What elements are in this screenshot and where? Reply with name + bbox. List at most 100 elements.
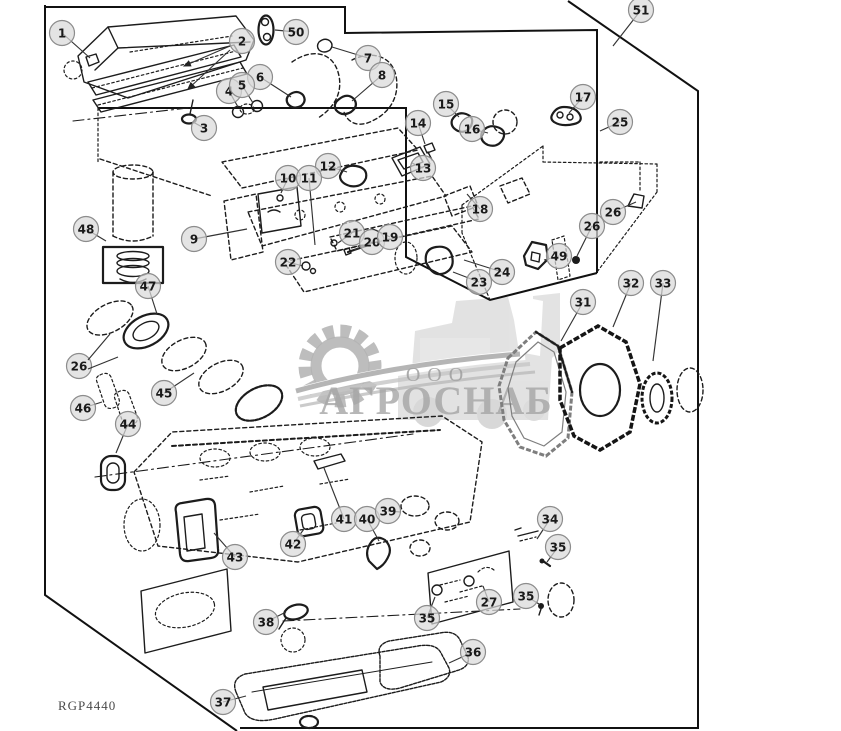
oil-pan-gaskets bbox=[233, 631, 469, 730]
callout-number-1: 1 bbox=[58, 27, 66, 41]
callout-circle-50 bbox=[282, 18, 310, 46]
callout-circle-11 bbox=[295, 164, 323, 192]
callout-3: 3 bbox=[190, 114, 218, 142]
callout-49: 49 bbox=[543, 242, 573, 270]
callout-number-4: 4 bbox=[225, 85, 233, 99]
callout-circle-35 bbox=[413, 604, 441, 632]
callout-40: 40 bbox=[353, 505, 381, 542]
callout-31: 31 bbox=[560, 288, 597, 342]
callout-number-12: 12 bbox=[320, 160, 337, 174]
callout-number-40: 40 bbox=[359, 513, 376, 527]
callout-circle-38 bbox=[252, 608, 280, 636]
callout-16: 16 bbox=[458, 115, 489, 143]
callout-number-47: 47 bbox=[140, 280, 157, 294]
part-50-seal bbox=[257, 14, 275, 46]
callout-circle-17 bbox=[569, 83, 597, 111]
callout-46: 46 bbox=[69, 394, 103, 422]
callout-11: 11 bbox=[295, 164, 323, 246]
callout-circle-18 bbox=[466, 195, 494, 223]
callout-15: 15 bbox=[432, 90, 460, 118]
callout-circle-13 bbox=[409, 154, 437, 182]
callout-33: 33 bbox=[649, 269, 677, 362]
callout-circle-44 bbox=[114, 410, 142, 438]
callout-number-36: 36 bbox=[465, 646, 482, 660]
callout-9: 9 bbox=[180, 225, 248, 253]
callout-circle-31 bbox=[569, 288, 597, 316]
callout-circle-14 bbox=[404, 109, 432, 137]
callout-35: 35 bbox=[413, 596, 441, 632]
callout-37: 37 bbox=[209, 688, 247, 716]
callout-38: 38 bbox=[252, 608, 287, 636]
callout-32: 32 bbox=[612, 269, 645, 328]
callout-circle-34 bbox=[536, 505, 564, 533]
callout-27: 27 bbox=[475, 585, 503, 616]
callout-number-43: 43 bbox=[227, 551, 244, 565]
callout-number-3: 3 bbox=[200, 122, 208, 136]
callout-number-8: 8 bbox=[378, 69, 386, 83]
extra-leader-3 bbox=[87, 356, 119, 370]
callout-number-27: 27 bbox=[481, 596, 498, 610]
callout-14: 14 bbox=[404, 109, 432, 145]
callout-number-26: 26 bbox=[71, 360, 88, 374]
callout-number-15: 15 bbox=[438, 98, 455, 112]
callout-number-35: 35 bbox=[419, 612, 436, 626]
callout-circle-9 bbox=[180, 225, 208, 253]
callout-number-6: 6 bbox=[256, 71, 264, 85]
kit-box-27 bbox=[427, 527, 575, 625]
callout-number-37: 37 bbox=[215, 696, 232, 710]
callout-36: 36 bbox=[448, 638, 487, 666]
callout-circle-33 bbox=[649, 269, 677, 297]
parts-39-40-41 bbox=[313, 453, 460, 571]
piston-cylinder-group bbox=[101, 164, 165, 285]
callout-21: 21 bbox=[337, 219, 366, 247]
callout-number-17: 17 bbox=[575, 91, 592, 105]
callout-34: 34 bbox=[536, 505, 564, 540]
callout-circle-24 bbox=[488, 258, 516, 286]
callout-39: 39 bbox=[374, 497, 402, 525]
callout-circle-47 bbox=[134, 272, 162, 300]
callout-circle-8 bbox=[368, 61, 396, 89]
callout-number-10: 10 bbox=[280, 172, 297, 186]
callout-circle-48 bbox=[72, 215, 100, 243]
kit-box-38 bbox=[140, 568, 309, 654]
callout-number-11: 11 bbox=[301, 172, 318, 186]
callout-1: 1 bbox=[48, 19, 91, 59]
callout-circle-45 bbox=[150, 379, 178, 407]
callout-number-7: 7 bbox=[364, 52, 372, 66]
callout-number-41: 41 bbox=[336, 513, 353, 527]
callout-number-44: 44 bbox=[120, 418, 137, 432]
callout-circle-26 bbox=[578, 212, 606, 240]
valve-cover bbox=[77, 15, 255, 99]
callout-47: 47 bbox=[134, 272, 162, 315]
callout-circle-35 bbox=[544, 533, 572, 561]
callout-number-26: 26 bbox=[584, 220, 601, 234]
callout-circle-46 bbox=[69, 394, 97, 422]
callout-26: 26 bbox=[65, 352, 93, 380]
callout-50: 50 bbox=[274, 18, 310, 46]
callout-circle-19 bbox=[376, 223, 404, 251]
drawing-code: RGP4440 bbox=[58, 698, 116, 713]
callout-number-38: 38 bbox=[258, 616, 275, 630]
timing-cover-gaskets bbox=[497, 323, 704, 458]
part-42-square-gasket bbox=[293, 505, 325, 538]
callout-44: 44 bbox=[114, 410, 142, 454]
callout-10: 10 bbox=[274, 164, 302, 194]
part-1-clip bbox=[63, 53, 100, 80]
callout-number-45: 45 bbox=[156, 387, 173, 401]
callout-circle-2 bbox=[228, 27, 256, 55]
callout-circle-39 bbox=[374, 497, 402, 525]
callout-43: 43 bbox=[213, 532, 249, 571]
callout-number-18: 18 bbox=[472, 203, 489, 217]
callout-circle-5 bbox=[228, 71, 256, 99]
callout-number-31: 31 bbox=[575, 296, 592, 310]
extra-leader-0 bbox=[182, 45, 231, 67]
callout-23: 23 bbox=[452, 268, 493, 296]
callout-circle-7 bbox=[354, 44, 382, 72]
callout-circle-16 bbox=[458, 115, 486, 143]
callout-35: 35 bbox=[544, 533, 572, 563]
extra-leader-lines bbox=[87, 45, 231, 370]
callout-41: 41 bbox=[323, 467, 358, 533]
callout-17: 17 bbox=[568, 83, 597, 114]
